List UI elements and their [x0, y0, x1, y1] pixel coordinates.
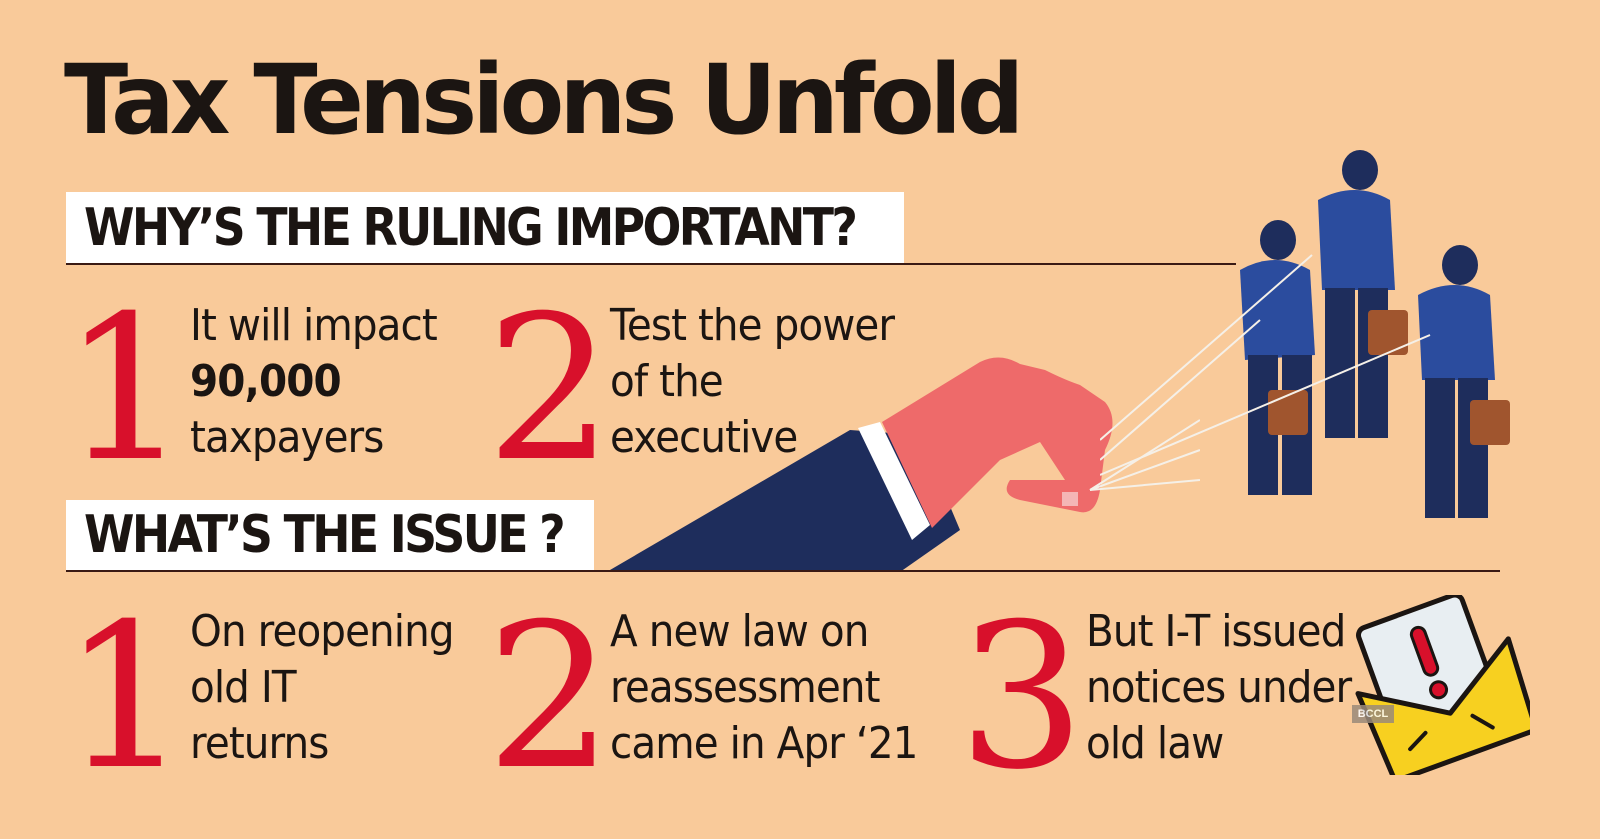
alert-envelope-icon — [1355, 595, 1530, 775]
issue-item-1-text: On reopening old IT returns — [190, 606, 455, 769]
figure-right — [1418, 245, 1510, 518]
businessmen-on-strings-icon — [1100, 150, 1510, 518]
section-heading-why: WHY’S THE RULING IMPORTANT? — [66, 192, 904, 264]
why-item-2-text: Test the power of the executive — [610, 300, 895, 463]
section-heading-text: WHY’S THE RULING IMPORTANT? — [84, 198, 858, 258]
issue-item-2-text: A new law on reassessment came in Apr ‘2… — [610, 606, 918, 769]
numeral-2: 2 — [486, 273, 614, 506]
section-heading-what: WHAT’S THE ISSUE ? — [66, 500, 594, 570]
issue-item-3-text: But I-T issued notices under old law — [1086, 606, 1352, 769]
figure-middle — [1318, 150, 1408, 438]
divider — [66, 263, 1236, 265]
numeral-3: 3 — [958, 581, 1086, 814]
divider — [66, 570, 1500, 572]
numeral-2: 2 — [486, 581, 614, 814]
page-title: Tax Tensions Unfold — [64, 44, 1024, 156]
section-heading-text: WHAT’S THE ISSUE ? — [84, 505, 566, 565]
watermark: BCCL — [1352, 705, 1394, 723]
why-item-1-text: It will impact 90,000 taxpayers — [190, 300, 438, 463]
numeral-1: 1 — [62, 581, 190, 814]
figure-left — [1240, 220, 1315, 495]
numeral-1: 1 — [62, 273, 190, 506]
hand-pulling-strings-icon — [610, 357, 1200, 572]
